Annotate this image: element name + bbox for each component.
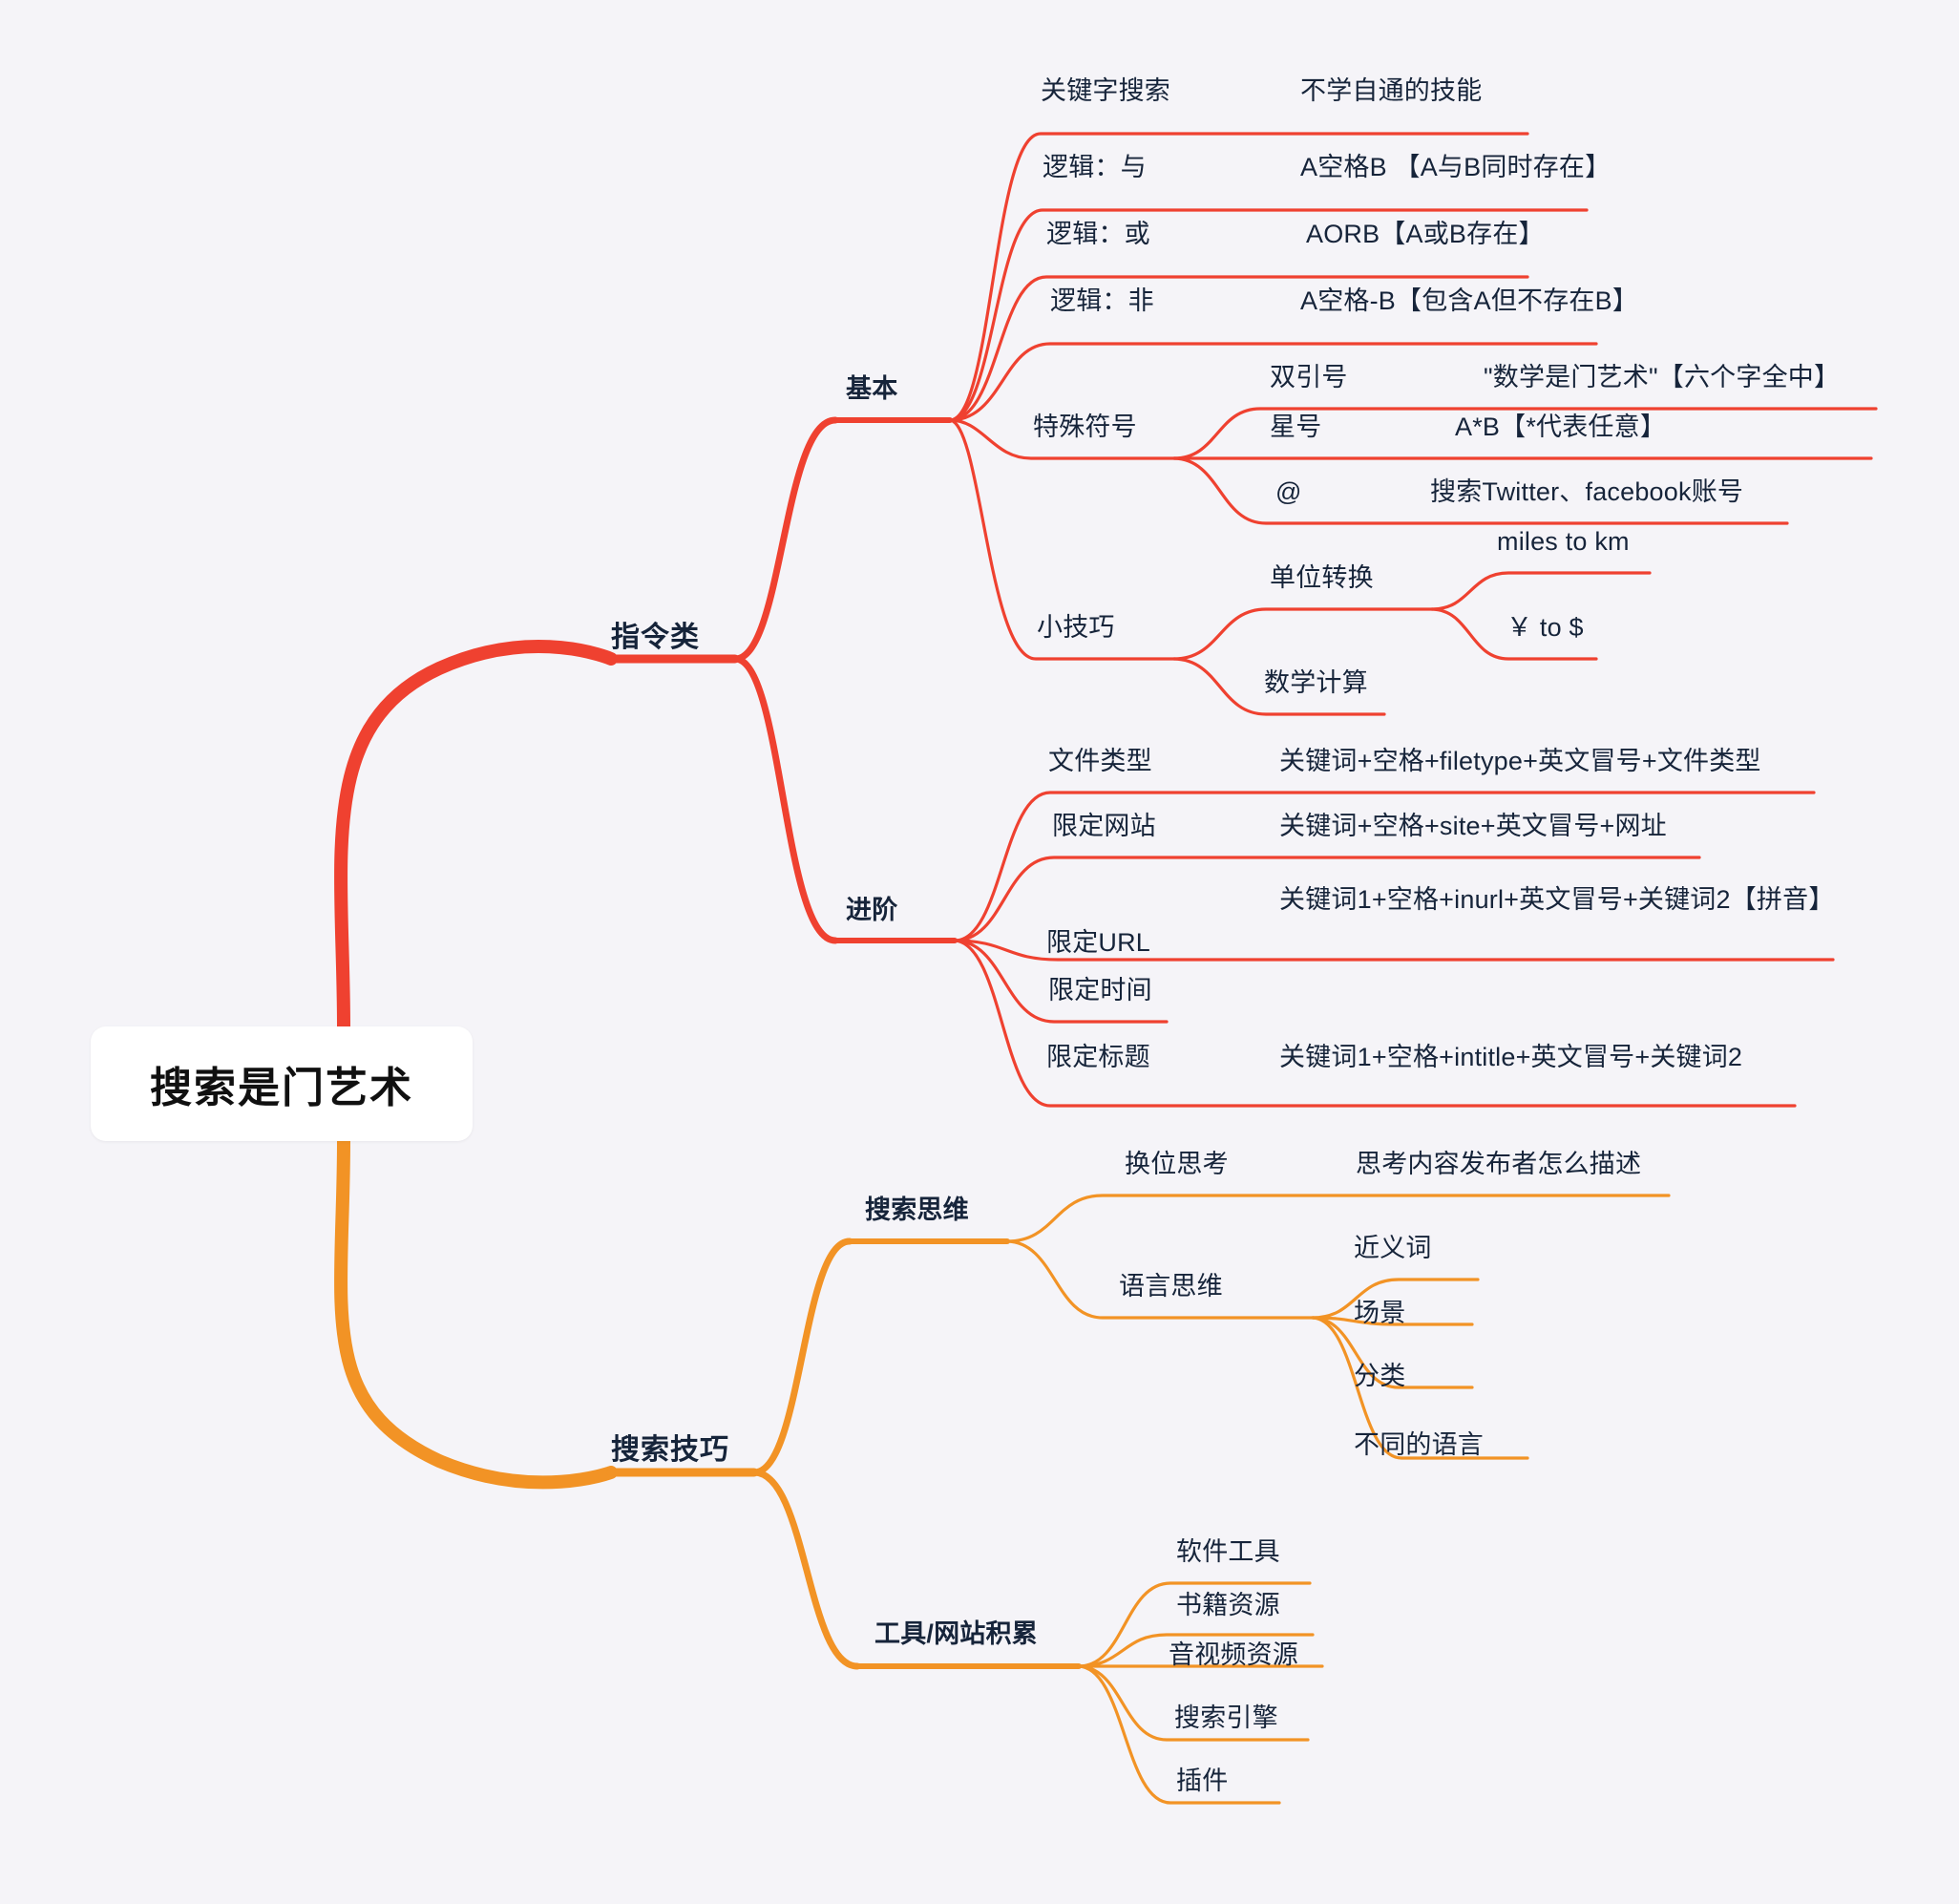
- node-site[interactable]: 限定网站: [1052, 812, 1156, 840]
- node-time-range[interactable]: 限定时间: [1048, 976, 1152, 1005]
- node-skills[interactable]: 搜索技巧: [611, 1434, 729, 1466]
- node-book-resources[interactable]: 书籍资源: [1176, 1591, 1280, 1619]
- node-instructions[interactable]: 指令类: [611, 622, 700, 653]
- node-filetype[interactable]: 文件类型: [1048, 747, 1152, 775]
- node-yen-to-dollar[interactable]: ￥ to $: [1506, 613, 1584, 642]
- node-scene[interactable]: 场景: [1354, 1299, 1406, 1327]
- node-av-resources[interactable]: 音视频资源: [1169, 1640, 1298, 1669]
- node-basic[interactable]: 基本: [846, 374, 898, 403]
- detail-filetype: 关键词+空格+filetype+英文冒号+文件类型: [1279, 747, 1761, 775]
- edge-center-to-skills: [334, 1134, 618, 1490]
- node-language-thinking[interactable]: 语言思维: [1119, 1272, 1223, 1301]
- detail-double-quote: "数学是门艺术"【六个字全中】: [1484, 363, 1841, 391]
- edge-unit-to-miles: [1430, 571, 1652, 611]
- detail-keyword-search: 不学自通的技能: [1300, 76, 1483, 105]
- node-software-tools[interactable]: 软件工具: [1176, 1537, 1280, 1566]
- detail-asterisk: A*B【*代表任意】: [1455, 413, 1667, 441]
- node-tools-sites[interactable]: 工具/网站积累: [874, 1619, 1038, 1648]
- node-plugins[interactable]: 插件: [1176, 1766, 1229, 1795]
- detail-site: 关键词+空格+site+英文冒号+网址: [1279, 812, 1667, 840]
- edge-skills-to-thinking: [750, 1238, 853, 1476]
- edge-group-instructions: [334, 416, 958, 1033]
- node-keyword-search[interactable]: 关键字搜索: [1041, 76, 1170, 105]
- node-miles-to-km[interactable]: miles to km: [1497, 527, 1630, 556]
- center-node-label: 搜索是门艺术: [150, 1065, 413, 1111]
- detail-intitle: 关键词1+空格+intitle+英文冒号+关键词2: [1279, 1043, 1743, 1071]
- node-math-calc[interactable]: 数学计算: [1264, 668, 1368, 697]
- node-empathy[interactable]: 换位思考: [1125, 1150, 1229, 1178]
- node-tips[interactable]: 小技巧: [1037, 613, 1115, 642]
- edge-thinking-to-empathy: [1005, 1194, 1671, 1243]
- node-double-quote[interactable]: 双引号: [1270, 363, 1348, 391]
- detail-empathy: 思考内容发布者怎么描述: [1356, 1150, 1642, 1178]
- edge-tips-to-unit: [1172, 607, 1434, 661]
- node-search-thinking[interactable]: 搜索思维: [865, 1195, 969, 1224]
- detail-logic-not: A空格-B【包含A但不存在B】: [1300, 286, 1639, 315]
- node-unit-conversion[interactable]: 单位转换: [1270, 563, 1374, 592]
- detail-logic-and: A空格B 【A与B同时存在】: [1300, 153, 1611, 181]
- edge-skills-to-tools: [750, 1469, 861, 1670]
- node-inurl[interactable]: 限定URL: [1046, 928, 1151, 957]
- node-intitle[interactable]: 限定标题: [1046, 1043, 1150, 1071]
- node-different-language[interactable]: 不同的语言: [1354, 1430, 1484, 1459]
- detail-inurl: 关键词1+空格+inurl+英文冒号+关键词2【拼音】: [1279, 885, 1835, 914]
- node-search-engines[interactable]: 搜索引擎: [1174, 1703, 1278, 1732]
- detail-logic-or: AORB【A或B存在】: [1306, 220, 1545, 248]
- edge-center-to-instructions: [334, 640, 618, 1033]
- node-logic-not[interactable]: 逻辑：非: [1050, 286, 1154, 315]
- detail-at-symbol: 搜索Twitter、facebook账号: [1430, 477, 1744, 506]
- node-logic-and[interactable]: 逻辑：与: [1043, 153, 1147, 181]
- edge-advanced-to-intitle: [953, 939, 1797, 1108]
- node-asterisk[interactable]: 星号: [1270, 413, 1322, 441]
- node-synonym[interactable]: 近义词: [1354, 1234, 1432, 1262]
- node-special-symbols[interactable]: 特殊符号: [1033, 413, 1137, 441]
- node-advanced[interactable]: 进阶: [846, 896, 898, 924]
- edge-instructions-to-advanced: [731, 655, 839, 944]
- node-at-symbol[interactable]: @: [1275, 477, 1302, 506]
- center-node[interactable]: 搜索是门艺术: [91, 1026, 473, 1141]
- edge-group-thinking-children: [1005, 1194, 1671, 1320]
- edge-instructions-to-basic: [731, 416, 839, 663]
- node-classification[interactable]: 分类: [1354, 1362, 1406, 1390]
- node-logic-or[interactable]: 逻辑：或: [1046, 220, 1150, 248]
